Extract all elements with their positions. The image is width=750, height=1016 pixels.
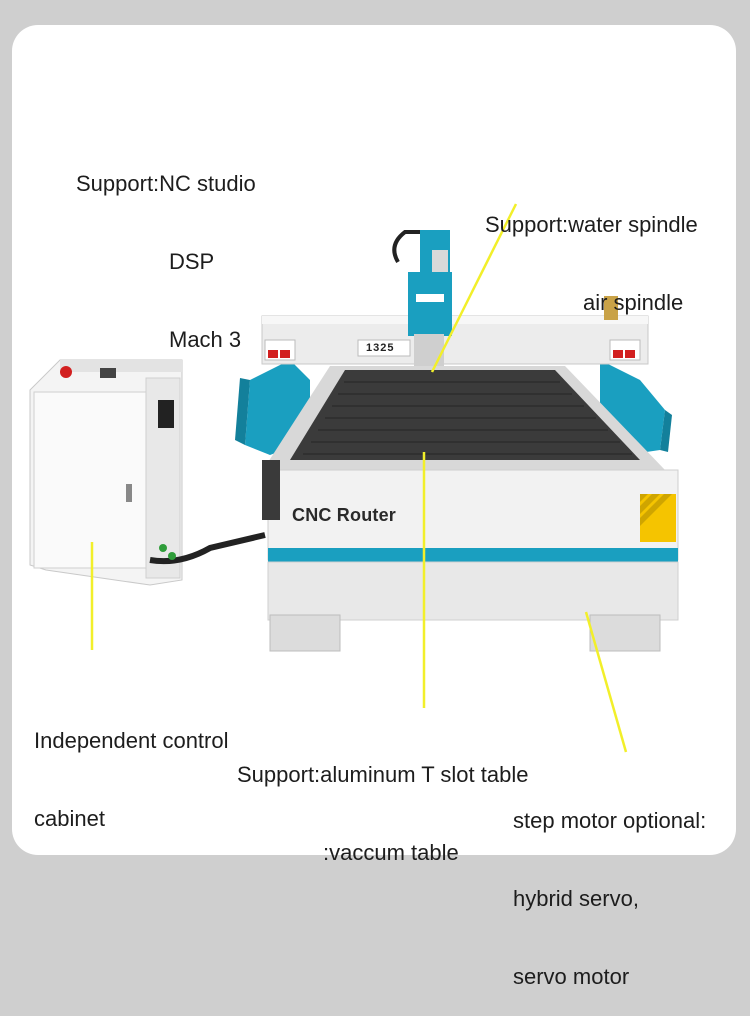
model-badge: 1325: [366, 342, 395, 354]
brand-label: CNC Router: [292, 505, 396, 525]
control-cabinet: [29, 359, 266, 586]
motor-line-3: servo motor: [513, 964, 630, 989]
software-line-2: DSP: [169, 249, 215, 274]
control-cabinet-annotation: Independent control cabinet: [34, 676, 229, 858]
table-support-annotation: Support:aluminum T slot table :vaccum ta…: [237, 710, 528, 892]
software-support-annotation: Support:NC studio DSP Mach 3: [76, 119, 256, 379]
spindle-pointer-line: [430, 203, 518, 373]
pointer-lines: [90, 203, 628, 753]
cnc-router-illustration: [29, 203, 679, 753]
motor-pointer-line: [584, 611, 628, 753]
cabinet-line-1: Independent control: [34, 728, 229, 753]
table-line-2: :vaccum table: [323, 840, 459, 865]
cabinet-line-2: cabinet: [34, 806, 105, 831]
spindle-line-2: air spindle: [583, 290, 684, 315]
motor-line-2: hybrid servo,: [513, 886, 639, 911]
table-line-1: Support:aluminum T slot table: [237, 762, 529, 787]
software-line-3: Mach 3: [169, 327, 242, 352]
machine-body: [262, 460, 679, 652]
work-bed: [263, 366, 665, 470]
spindle-line-1: Support:water spindle: [485, 212, 698, 237]
motor-line-1: step motor optional:: [513, 808, 707, 833]
motor-options-annotation: step motor optional: hybrid servo, servo…: [513, 756, 706, 1016]
software-line-1: Support:NC studio: [76, 171, 256, 196]
spindle-support-annotation: Support:water spindle air spindle: [485, 160, 698, 342]
